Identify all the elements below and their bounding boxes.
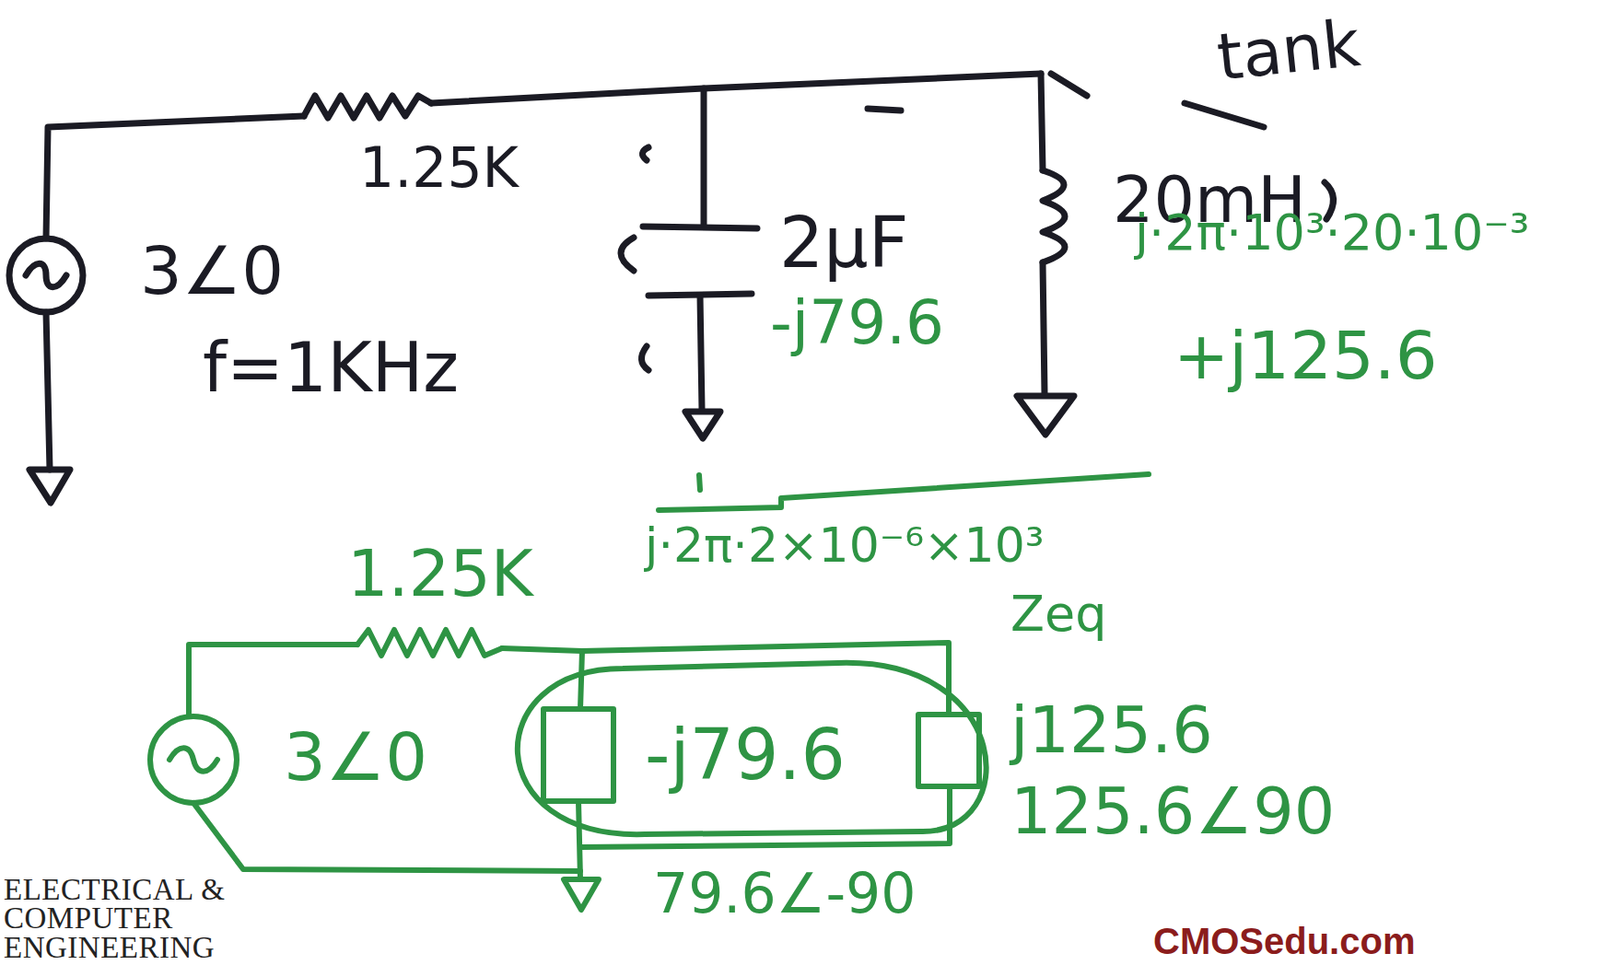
ac-source-tilde xyxy=(25,263,67,288)
frequency-label: f=1KHz xyxy=(202,333,459,402)
tank-bracket-dash xyxy=(641,346,649,371)
wire xyxy=(188,644,358,717)
wire xyxy=(46,312,50,470)
wire xyxy=(1040,73,1043,171)
wire xyxy=(46,116,304,239)
wire xyxy=(193,803,581,872)
source-value: 3∠0 xyxy=(283,724,428,791)
component-value: 1.25K xyxy=(347,541,534,607)
tank-bracket-dash xyxy=(1184,103,1264,128)
bracket-tick xyxy=(699,475,701,491)
impedance-polar: 79.6∠-90 xyxy=(653,865,916,922)
impedance-calculation: j·2π·2×10⁻⁶×10³ xyxy=(644,521,1045,570)
impedance-value: +j125.6 xyxy=(1173,322,1437,389)
wire xyxy=(431,73,1041,104)
wire xyxy=(578,801,581,880)
capacitor-plate xyxy=(642,226,758,229)
tank-bracket-dash xyxy=(867,108,901,111)
impedance-value: -j79.6 xyxy=(770,292,945,354)
component-value: 1.25K xyxy=(359,140,519,196)
resistor-symbol xyxy=(357,630,503,656)
resistor-symbol xyxy=(303,95,432,118)
source-value: 3∠0 xyxy=(140,237,284,304)
bracket-line xyxy=(658,474,1149,511)
equivalent-impedance-loop xyxy=(517,663,987,835)
tank-bracket-dash xyxy=(1051,73,1087,96)
impedance-value: -j79.6 xyxy=(644,720,846,791)
component-value: 2μF xyxy=(779,208,909,279)
wire xyxy=(1042,262,1045,395)
ground-symbol xyxy=(685,411,721,439)
impedance-name: Zeq xyxy=(1010,589,1108,640)
ac-source-tilde xyxy=(169,747,218,772)
tank-bracket-dash xyxy=(642,147,649,161)
ac-source-symbol xyxy=(150,716,237,804)
wire xyxy=(580,651,583,710)
impedance-box xyxy=(918,714,980,787)
website-watermark: CMOSedu.com xyxy=(1153,921,1415,962)
impedance-calculation: j·2π·10³·20·10⁻³ xyxy=(1134,208,1530,258)
ground-symbol xyxy=(29,469,71,503)
inductor-symbol xyxy=(1042,170,1065,263)
annotation-note: tank xyxy=(1214,11,1364,91)
wire xyxy=(700,88,708,227)
impedance-box xyxy=(543,709,614,802)
tank-bracket-dash xyxy=(620,237,634,271)
ground-symbol xyxy=(563,879,599,911)
logo-text: ELECTRICAL & COMPUTER ENGINEERING xyxy=(3,875,388,963)
wire xyxy=(700,295,702,410)
impedance-value: j125.6 xyxy=(1010,698,1214,763)
wire xyxy=(580,786,950,848)
impedance-polar: 125.6∠90 xyxy=(1010,779,1335,844)
ac-source-symbol xyxy=(9,238,83,313)
ground-symbol xyxy=(1016,396,1075,435)
